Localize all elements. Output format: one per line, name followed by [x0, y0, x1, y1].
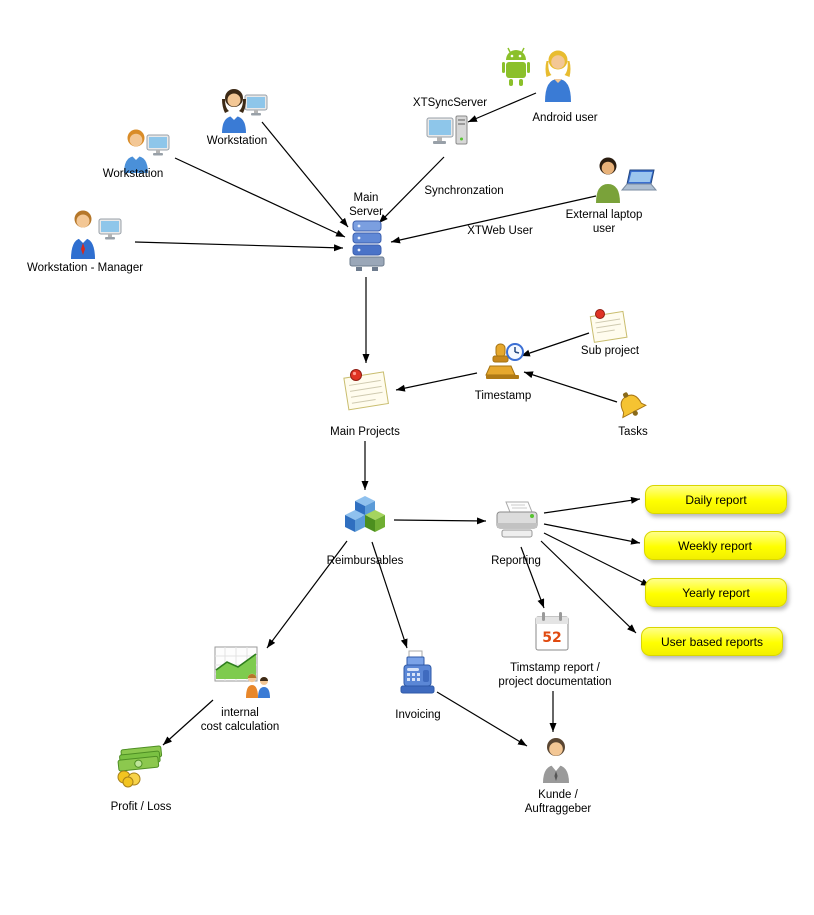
label-invoicing: Invoicing — [395, 709, 441, 721]
edge-reimbursables-invoicing — [371, 541, 408, 649]
report-box-label: Weekly report — [678, 538, 752, 553]
edge-extlaptop-server — [390, 195, 597, 244]
label-timestamp: Timestamp — [474, 390, 532, 402]
report-box-yearly: Yearly report — [645, 578, 787, 607]
main-projects-note-icon — [338, 366, 392, 419]
invoicing-cash-register-icon — [398, 650, 438, 701]
edge-internal-profit — [162, 699, 214, 746]
edge-reporting-tsreport — [520, 546, 545, 609]
edge-android-xtsync — [467, 92, 537, 123]
label-android-user: Android user — [532, 112, 598, 124]
label-xtsyncserver: XTSyncServer — [412, 97, 488, 109]
profit-loss-money-icon — [112, 740, 168, 793]
calendar-week-number: 52 — [542, 630, 561, 646]
xtsyncserver-icon — [426, 112, 470, 161]
label-edge-xtweb-user: XTWeb User — [467, 225, 533, 237]
timestamp-stamp-icon — [482, 340, 526, 389]
edge-invoicing-kunde — [436, 691, 528, 747]
label-reimbursables: Reimbursables — [326, 555, 404, 567]
label-workstation-top: Workstation — [206, 135, 268, 147]
manager-workstation-icon — [66, 208, 124, 265]
edge-reimbursables-internal — [266, 540, 348, 649]
edge-reimbursables-reporting — [393, 517, 487, 525]
label-main-projects: Main Projects — [330, 426, 400, 438]
edge-reporting-userbased — [540, 540, 637, 634]
label-workstation-left: Workstation — [102, 168, 164, 180]
label-tasks: Tasks — [618, 426, 648, 438]
report-box-label: User based reports — [660, 634, 764, 649]
label-kunde: Kunde / Auftraggeber — [524, 789, 592, 815]
timestamp-report-calendar-icon: 52 — [532, 610, 572, 659]
report-box-user-based: User based reports — [641, 627, 783, 656]
edge-tasks-timestamp — [523, 371, 618, 403]
report-box-daily: Daily report — [645, 485, 787, 514]
cost-calculation-chart-icon — [214, 646, 274, 705]
workstation-user-icon — [120, 126, 172, 179]
edge-subproject-timestamp — [520, 332, 590, 357]
label-workstation-manager: Workstation - Manager — [26, 262, 144, 274]
label-timestamp-report: Timstamp report / project documentation — [498, 662, 612, 688]
report-box-label: Yearly report — [682, 585, 750, 600]
edge-reporting-weekly — [543, 523, 641, 545]
edge-reporting-yearly — [543, 532, 651, 587]
label-internal-cost-calculation: internal cost calculation — [200, 707, 280, 733]
sub-project-note-icon — [586, 306, 630, 351]
tasks-bell-icon — [612, 390, 652, 429]
workstation-woman-icon — [218, 86, 270, 139]
label-external-laptop-user: External laptop user — [565, 209, 643, 235]
report-box-weekly: Weekly report — [644, 531, 786, 560]
main-server-icon — [348, 220, 386, 279]
edge-xtsync-server — [378, 156, 445, 224]
label-sub-project: Sub project — [580, 345, 640, 357]
edge-timestamp-projects — [395, 372, 478, 392]
label-edge-synchronization: Synchronzation — [424, 185, 504, 197]
report-box-label: Daily report — [685, 492, 747, 507]
label-profit-loss: Profit / Loss — [110, 801, 172, 813]
edge-reporting-daily — [543, 496, 641, 514]
reimbursables-cubes-icon — [342, 494, 388, 541]
label-reporting: Reporting — [491, 555, 541, 567]
edge-manager-server — [134, 241, 344, 252]
edge-workstation-left-server — [174, 157, 346, 238]
label-main-server: Main Server — [349, 192, 383, 218]
android-user-icon — [500, 46, 586, 109]
external-laptop-user-icon — [592, 156, 658, 209]
edge-workstation-top-server — [261, 121, 349, 228]
reporting-printer-icon — [492, 500, 542, 549]
kunde-person-icon — [536, 736, 576, 789]
